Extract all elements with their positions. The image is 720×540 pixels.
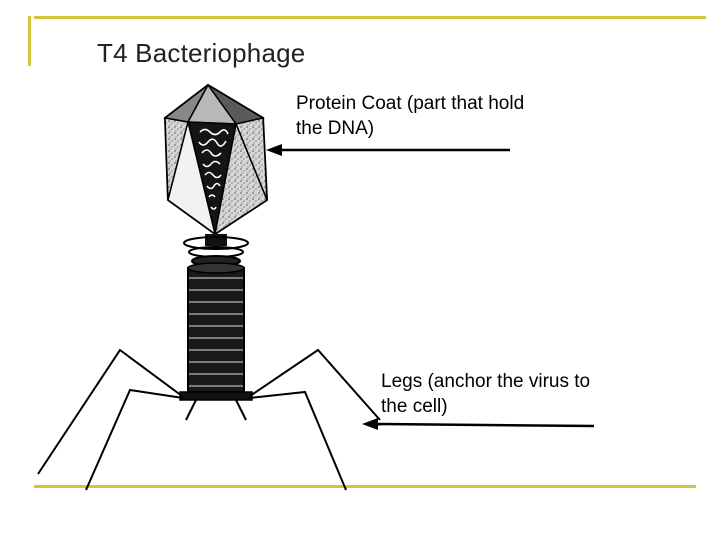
slide-frame-bottom: [34, 485, 696, 488]
neck-collar: [183, 234, 249, 267]
protein-coat-arrow: [266, 144, 510, 156]
base-plate: [179, 391, 253, 401]
protein-coat-head: [163, 83, 269, 236]
dna-strand: [198, 128, 229, 210]
tail-fibers: [37, 348, 381, 491]
slide-frame-left: [28, 16, 31, 66]
slide-frame-top: [34, 16, 706, 19]
slide-title: T4 Bacteriophage: [97, 38, 306, 68]
protein-coat-label: Protein Coat (part that hold the DNA): [296, 93, 525, 139]
tail-sheath: [187, 262, 245, 395]
legs-arrow: [362, 418, 595, 430]
legs-label: Legs (anchor the virus to the cell): [381, 371, 591, 417]
